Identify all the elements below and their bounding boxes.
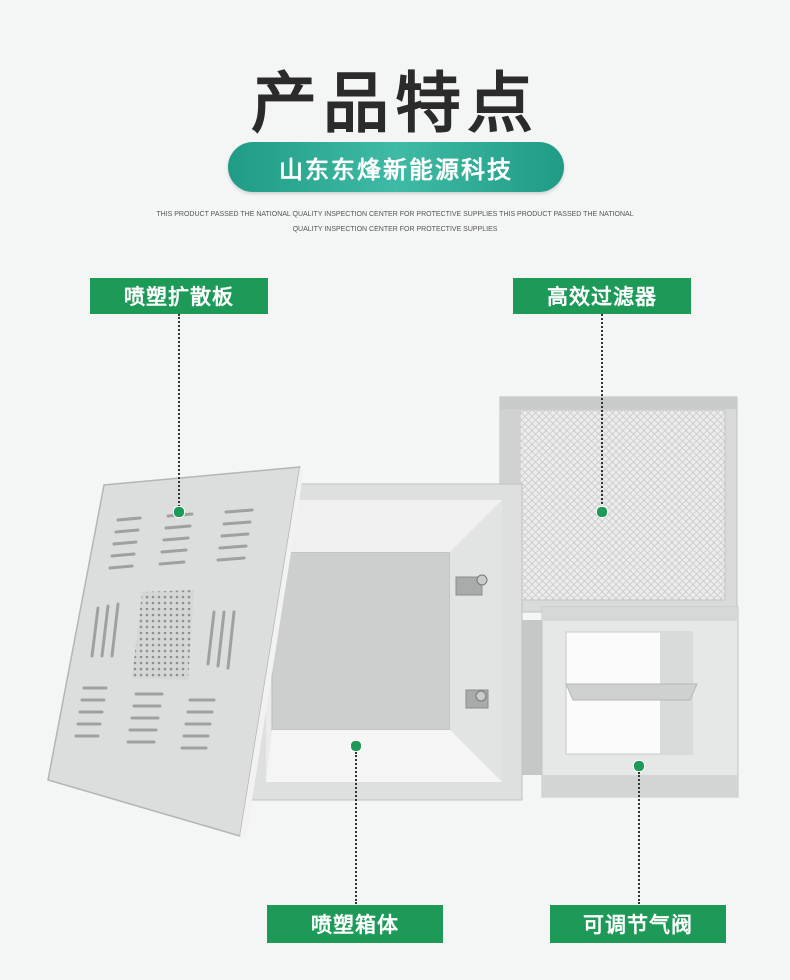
diffuser-panel-text: 喷塑扩散板	[124, 285, 234, 309]
diffuser-marker-dot	[173, 506, 185, 518]
housing-marker-dot	[350, 740, 362, 752]
housing-box-label: 喷塑箱体	[267, 905, 443, 943]
hepa-filter-label: 高效过滤器	[513, 278, 691, 314]
damper-label: 可调节气阀	[550, 905, 726, 943]
company-name-pill: 山东东烽新能源科技	[228, 142, 564, 192]
diffuser-panel-label: 喷塑扩散板	[90, 278, 268, 314]
hepa-filter-graphic	[499, 396, 738, 613]
damper-text: 可调节气阀	[583, 913, 693, 937]
hepa-filter-text: 高效过滤器	[547, 285, 657, 309]
housing-box-graphic	[251, 483, 523, 801]
diffuser-leader-line	[178, 314, 180, 510]
damper-graphic	[522, 606, 739, 798]
housing-leader-line	[355, 752, 357, 904]
damper-leader-line	[638, 772, 640, 904]
tagline-line-2: QUALITY INSPECTION CENTER FOR PROTECTIVE…	[292, 226, 498, 233]
damper-marker-dot	[633, 760, 645, 772]
page-title: 产品特点	[251, 65, 539, 142]
filter-leader-line	[601, 314, 603, 508]
diffuser-panel-graphic	[47, 466, 304, 838]
filter-marker-dot	[596, 506, 608, 518]
company-name: 山东东烽新能源科技	[279, 155, 513, 184]
tagline-line-1: THIS PRODUCT PASSED THE NATIONAL QUALITY…	[156, 211, 634, 218]
housing-box-text: 喷塑箱体	[311, 913, 399, 937]
